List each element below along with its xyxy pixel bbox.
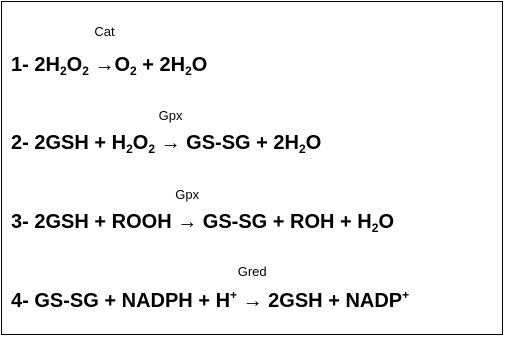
enzyme-label: Cat [94, 24, 115, 39]
plus-sign: + [104, 290, 117, 312]
plus-sign: + [328, 290, 340, 312]
equation-4: 4- GS-SG + NADPH + H+ Gred→ 2GSH + NADP+ [11, 264, 410, 313]
plus-sign: + [94, 132, 107, 154]
equation-number: 4- [11, 290, 29, 312]
plus-sign: + [272, 211, 285, 233]
reactant-hydroperoxide: ROOH [111, 211, 172, 233]
product-oxygen: O2 [114, 54, 137, 78]
equations-box: 1- 2H2O2 Cat→O2 + 2H2O 2- 2GSH + H2O2 Gp… [1, 1, 503, 335]
equation-2: 2- 2GSH + H2O2 Gpx→ GS-SG + 2H2O [11, 108, 322, 156]
reactant-hydrogen-peroxide: 2H2O2 [34, 54, 89, 78]
reactant-glutathione: 2GSH [34, 132, 89, 154]
reaction-arrow: Gpx→ [175, 187, 200, 233]
reactant-hydrogen-peroxide: H2O2 [111, 132, 156, 156]
product-glutathione: 2GSH [268, 290, 323, 312]
plus-sign: + [142, 54, 154, 76]
product-water: 2H2O [273, 132, 322, 156]
product-alcohol: ROH [290, 211, 335, 233]
product-water: H2O [357, 211, 394, 235]
equation-number: 3- [11, 211, 29, 233]
equation-3: 3- 2GSH + ROOH Gpx→ GS-SG + ROH + H2O [11, 187, 394, 235]
plus-sign: + [198, 290, 210, 312]
product-nadp: NADP+ [345, 288, 410, 312]
equation-1: 1- 2H2O2 Cat→O2 + 2H2O [11, 24, 208, 78]
plus-sign: + [256, 132, 268, 154]
reaction-arrow: Cat→ [94, 24, 115, 76]
reactant-nadph: NADPH [121, 290, 193, 312]
equation-number: 1- [11, 54, 29, 76]
reaction-arrow: Gred→ [237, 264, 267, 312]
enzyme-label: Gpx [175, 187, 200, 202]
enzyme-label: Gred [237, 264, 267, 279]
equation-number: 2- [11, 132, 29, 154]
product-glutathione-disulfide: GS-SG [186, 132, 251, 154]
product-glutathione-disulfide: GS-SG [202, 211, 268, 233]
plus-sign: + [340, 211, 352, 233]
reactant-proton: H+ [215, 288, 238, 312]
plus-sign: + [94, 211, 107, 233]
enzyme-label: Gpx [158, 108, 183, 123]
reactant-glutathione-disulfide: GS-SG [34, 290, 99, 312]
reactant-glutathione: 2GSH [34, 211, 89, 233]
product-water: 2H2O [159, 54, 208, 78]
reaction-arrow: Gpx→ [158, 108, 183, 154]
